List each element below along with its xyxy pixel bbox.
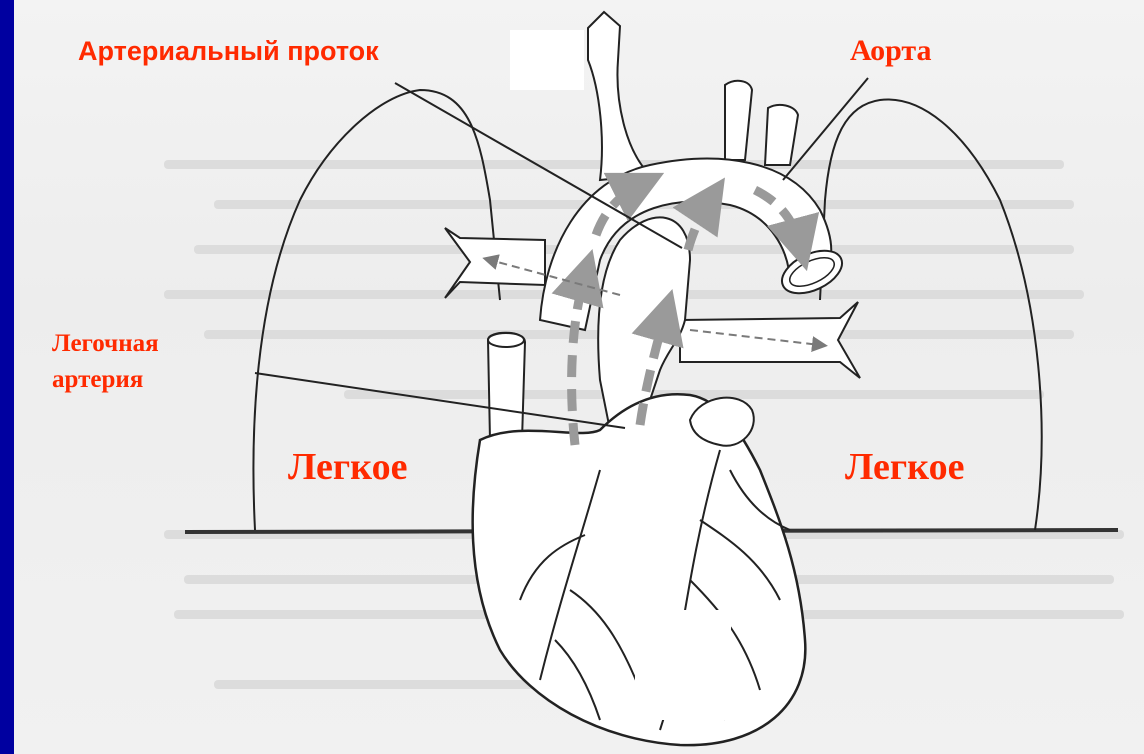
ductus-arteriosus-label: Артериальный проток bbox=[78, 38, 379, 65]
label-cover-box bbox=[635, 610, 731, 720]
left-pulmonary-branch bbox=[445, 228, 545, 298]
aorta-label: Аорта bbox=[850, 36, 932, 66]
right-lung-label: Легкое bbox=[845, 448, 964, 486]
small-vessel-opening bbox=[488, 333, 524, 347]
small-vessel bbox=[488, 333, 525, 440]
label-cover-box bbox=[510, 30, 584, 90]
pulmonary-artery-label: Легочная артерия bbox=[52, 326, 159, 398]
left-lung-label: Легкое bbox=[288, 448, 407, 486]
aortic-branch-1 bbox=[725, 81, 752, 160]
superior-vessel bbox=[588, 12, 650, 180]
aortic-branch-2 bbox=[765, 105, 798, 165]
